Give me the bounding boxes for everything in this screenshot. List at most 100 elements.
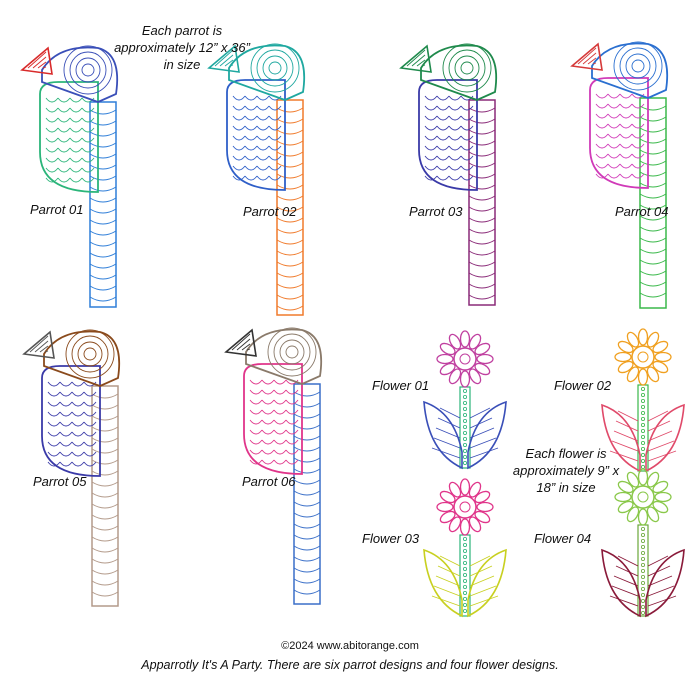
flower-petal xyxy=(646,366,660,383)
body-pattern xyxy=(256,145,270,151)
body-pattern xyxy=(595,123,609,129)
head-swirl xyxy=(83,347,97,361)
tail-pattern xyxy=(276,184,304,190)
flower-petal xyxy=(617,500,634,514)
flower-petal xyxy=(646,471,660,488)
flower-center-inner xyxy=(459,501,471,513)
tail-pattern xyxy=(639,116,667,122)
body-pattern xyxy=(619,113,633,119)
stem-dot xyxy=(463,395,468,400)
parrot-tail xyxy=(89,101,117,308)
tail-pattern xyxy=(639,292,667,298)
body-pattern xyxy=(57,137,71,143)
body-pattern xyxy=(45,97,59,103)
leaf-vein xyxy=(469,447,499,459)
parrot-beak xyxy=(20,46,53,75)
body-pattern xyxy=(81,157,95,163)
beak-pattern xyxy=(411,54,426,67)
tail-pattern xyxy=(293,534,321,540)
tail-pattern xyxy=(89,131,117,137)
body-pattern xyxy=(631,123,645,129)
flower-size-note: Each flower is approximately 9” x 18” in… xyxy=(512,446,620,495)
tail-pattern xyxy=(276,294,304,300)
tail-pattern xyxy=(468,250,496,256)
parrot-05-label: Parrot 05 xyxy=(33,474,87,489)
head-swirl xyxy=(77,341,103,367)
tail-pattern xyxy=(639,204,667,210)
body-pattern xyxy=(256,155,270,161)
body-pattern xyxy=(71,381,85,387)
tail-pattern xyxy=(293,545,321,551)
tail-pattern xyxy=(293,413,321,419)
flower-leaf-left xyxy=(601,548,641,618)
body-pattern xyxy=(47,421,61,427)
parrot-tail xyxy=(468,99,496,306)
stem-dot xyxy=(463,460,468,465)
body-pattern xyxy=(273,409,287,415)
body-pattern xyxy=(460,135,474,141)
stem-dot xyxy=(641,539,646,544)
body-pattern xyxy=(244,165,258,171)
tail-pattern xyxy=(293,479,321,485)
body-pattern xyxy=(59,461,73,467)
tail-pattern xyxy=(89,252,117,258)
body-pattern xyxy=(631,163,645,169)
stem-dot xyxy=(641,557,646,562)
body-pattern xyxy=(448,175,462,181)
parrot-03-label: Parrot 03 xyxy=(409,204,463,219)
body-pattern xyxy=(232,155,246,161)
body-pattern xyxy=(460,115,474,121)
tail-pattern xyxy=(639,149,667,155)
parrot-tail xyxy=(293,383,321,605)
stem-dot xyxy=(641,551,646,556)
body-pattern xyxy=(268,165,282,171)
leaf-vein xyxy=(647,595,677,607)
tail-pattern xyxy=(639,215,667,221)
body-pattern xyxy=(232,135,246,141)
flower-petal xyxy=(439,342,456,356)
tail-pattern xyxy=(293,468,321,474)
body-pattern xyxy=(424,95,438,101)
tail-pattern xyxy=(639,138,667,144)
tail-pattern xyxy=(639,237,667,243)
head-swirl xyxy=(619,47,657,85)
body-pattern xyxy=(57,127,71,133)
tail-pattern xyxy=(276,107,304,113)
tail-pattern xyxy=(89,263,117,269)
head-swirl xyxy=(442,43,492,93)
flower-petal xyxy=(448,481,462,498)
stem-dot xyxy=(463,454,468,459)
tail-pattern xyxy=(91,569,119,575)
stem-dot xyxy=(641,452,646,457)
tail-pattern xyxy=(293,578,321,584)
leaf-vein xyxy=(431,595,461,607)
tail-pattern xyxy=(89,197,117,203)
parrot-beak xyxy=(570,42,603,71)
body-pattern xyxy=(607,133,621,139)
stem-dot xyxy=(641,399,646,404)
body-pattern xyxy=(261,389,275,395)
flower-petal xyxy=(637,508,649,526)
flower-02-label: Flower 02 xyxy=(554,378,612,393)
flower-petal xyxy=(439,362,456,376)
parrot-beak xyxy=(207,44,240,73)
body-pattern xyxy=(424,105,438,111)
body-pattern xyxy=(45,177,59,183)
body-pattern xyxy=(595,113,609,119)
flower-petal xyxy=(617,480,634,494)
flower-petal xyxy=(626,471,640,488)
tail-pattern xyxy=(639,182,667,188)
body-pattern xyxy=(448,155,462,161)
tail-pattern xyxy=(276,195,304,201)
parrot-05-figure xyxy=(22,329,121,607)
body-pattern xyxy=(249,409,263,415)
head-swirl xyxy=(279,339,305,365)
flower-petal xyxy=(474,342,491,356)
body-pattern xyxy=(261,409,275,415)
stem-dot xyxy=(463,585,468,590)
leaf-vein xyxy=(469,417,493,429)
stem-dot xyxy=(463,443,468,448)
body-pattern xyxy=(256,165,270,171)
body-pattern xyxy=(83,461,97,467)
stem-dot xyxy=(463,413,468,418)
